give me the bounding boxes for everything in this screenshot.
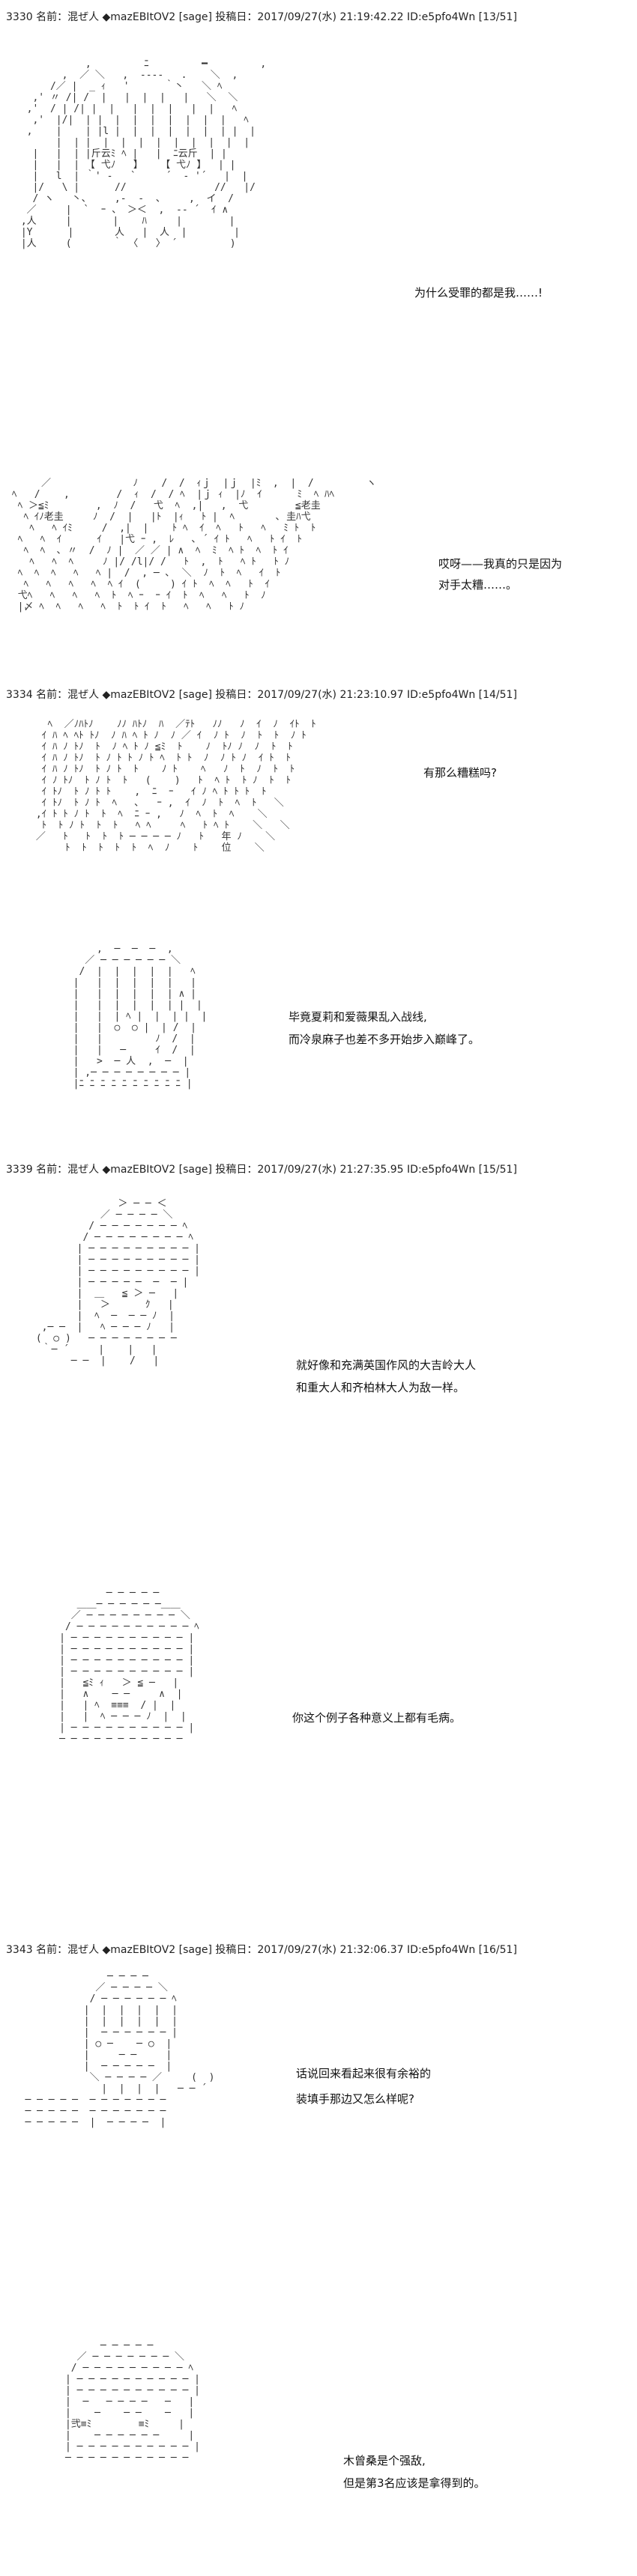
- ascii-art-figure: , ﾆ ━ , , ／ ＼ , -‐‐- . ＼ , /／ | _ ｨ ' ｀丶…: [20, 58, 267, 249]
- speech-text: 为什么受罪的都是我……!: [414, 286, 543, 300]
- speech-text: 你这个例子各种意义上都有毛病。: [292, 1711, 462, 1725]
- speech-text: 对手太糟……。: [438, 578, 518, 592]
- post-header: 3330 名前：混ぜ人 ◆mazEBItOV2 [sage] 投稿日：2017/…: [6, 11, 517, 23]
- speech-text: 木曾桑是个强敌,: [343, 2454, 426, 2467]
- post-header: 3334 名前：混ぜ人 ◆mazEBItOV2 [sage] 投稿日：2017/…: [6, 689, 517, 701]
- speech-text: 就好像和充满英国作风的大吉岭大人: [296, 1358, 477, 1372]
- ascii-art-figure: , ─ ─ ─ , ／ ─ ─ ─ ─ ─ ─ ＼ / | | | | | ﾍ …: [73, 944, 208, 1090]
- speech-text: 哎呀——我真的只是因为: [438, 557, 563, 571]
- post-header: 3339 名前：混ぜ人 ◆mazEBItOV2 [sage] 投稿日：2017/…: [6, 1164, 517, 1176]
- post-header: 3343 名前：混ぜ人 ◆mazEBItOV2 [sage] 投稿日：2017/…: [6, 1944, 517, 1956]
- speech-text: 和重大人和齐柏林大人为敌一样。: [296, 1381, 465, 1394]
- speech-text: 话说回来看起来很有余裕的: [296, 2067, 432, 2080]
- ascii-art-figure: ／ ﾉ / / ｨｊ |ｊ |ﾐ , | / ヽ ﾍ / , / ｨ / / ﾍ…: [11, 478, 377, 613]
- ascii-art-figure: ﾍ ／ﾉﾊﾄﾉ ﾉﾉ ﾊﾄﾉ ﾊ ／ﾃﾄ ﾉﾉ ﾉ ｲ ﾉ ｲﾄ ﾄ ｲ ﾊ ﾍ…: [35, 719, 316, 854]
- ascii-art-figure: ＞ ─ ─ ＜ ／ ─ ─ ─ ─ ＼ / ─ ─ ─ ─ ─ ─ ─ ﾍ / …: [35, 1198, 200, 1367]
- ascii-art-figure: ─ ─ ─ ─ ─ ＿＿─ ─ ─ ─ ─ ─＿＿ ／ ─ ─ ─ ─ ─ ─ …: [59, 1588, 199, 1745]
- speech-text: 而冷泉麻子也差不多开始步入巅峰了。: [289, 1033, 480, 1046]
- ascii-art-figure: ─ ─ ─ ─ ─ ／ ─ ─ ─ ─ ─ ─ ─ ＼ / ─ ─ ─ ─ ─ …: [64, 2340, 200, 2464]
- speech-text: 装填手那边又怎么样呢?: [296, 2092, 414, 2106]
- speech-text: 但是第3名应该是拿得到的。: [343, 2476, 486, 2490]
- speech-text: 有那么糟糕吗?: [423, 766, 497, 780]
- ascii-art-figure: ─ ─ ─ ─ ／ ─ ─ ─ ─ ＼ / ─ ─ ─ ─ ─ ─ ﾍ | | …: [25, 1971, 215, 2128]
- speech-text: 毕竟夏莉和爱薇果乱入战线,: [289, 1010, 427, 1024]
